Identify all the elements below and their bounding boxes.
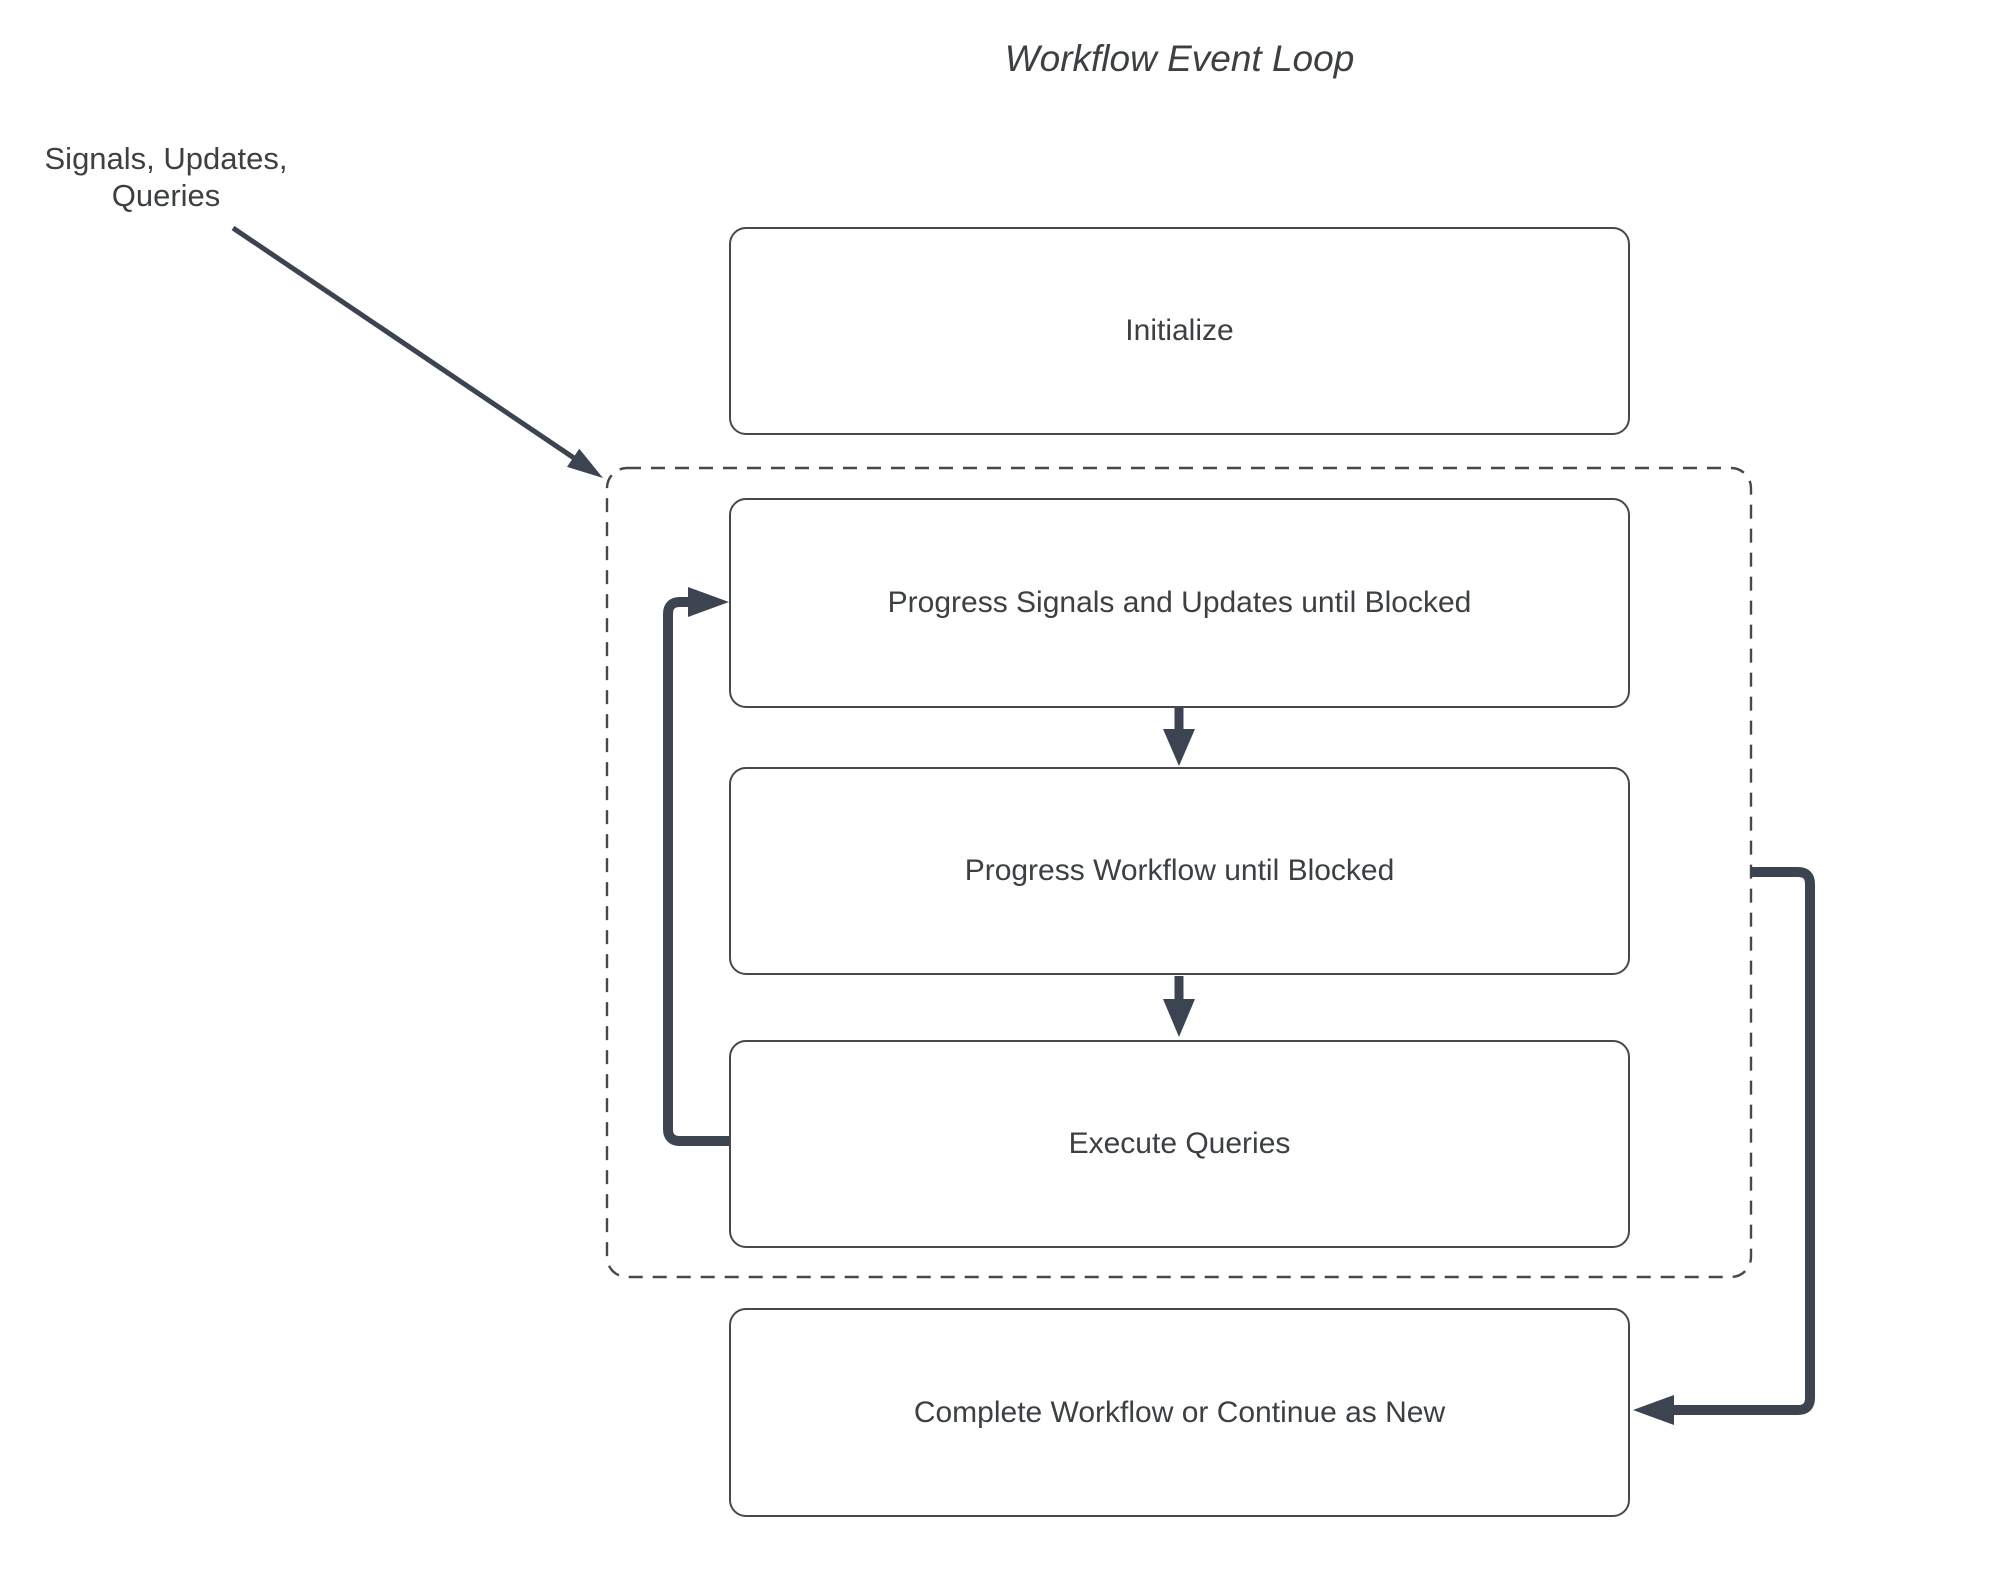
node-progress-signals-and-updates: Progress Signals and Updates until Block… bbox=[729, 498, 1630, 708]
node-progress-workflow: Progress Workflow until Blocked bbox=[729, 767, 1630, 975]
down-arrow-1 bbox=[1163, 707, 1195, 766]
down-arrow-2 bbox=[1163, 976, 1195, 1037]
node-execute-queries: Execute Queries bbox=[729, 1040, 1630, 1248]
node-complete-workflow: Complete Workflow or Continue as New bbox=[729, 1308, 1630, 1517]
node-initialize: Initialize bbox=[729, 227, 1630, 435]
exit-arrow bbox=[1633, 867, 1815, 1425]
arrow-head bbox=[1163, 999, 1195, 1037]
external-inputs-label: Signals, Updates, Queries bbox=[44, 141, 288, 214]
arrow-head bbox=[567, 448, 603, 478]
arrow-shaft bbox=[231, 225, 576, 461]
external-inputs-arrow bbox=[231, 225, 603, 478]
arrow-shaft bbox=[1673, 867, 1815, 1415]
loop-back-arrow bbox=[663, 587, 730, 1146]
arrow-head bbox=[1163, 729, 1195, 766]
arrow-head bbox=[688, 587, 729, 617]
arrow-shaft bbox=[663, 597, 730, 1146]
diagram-title: Workflow Event Loop bbox=[1004, 38, 1355, 79]
arrow-head bbox=[1633, 1395, 1674, 1425]
